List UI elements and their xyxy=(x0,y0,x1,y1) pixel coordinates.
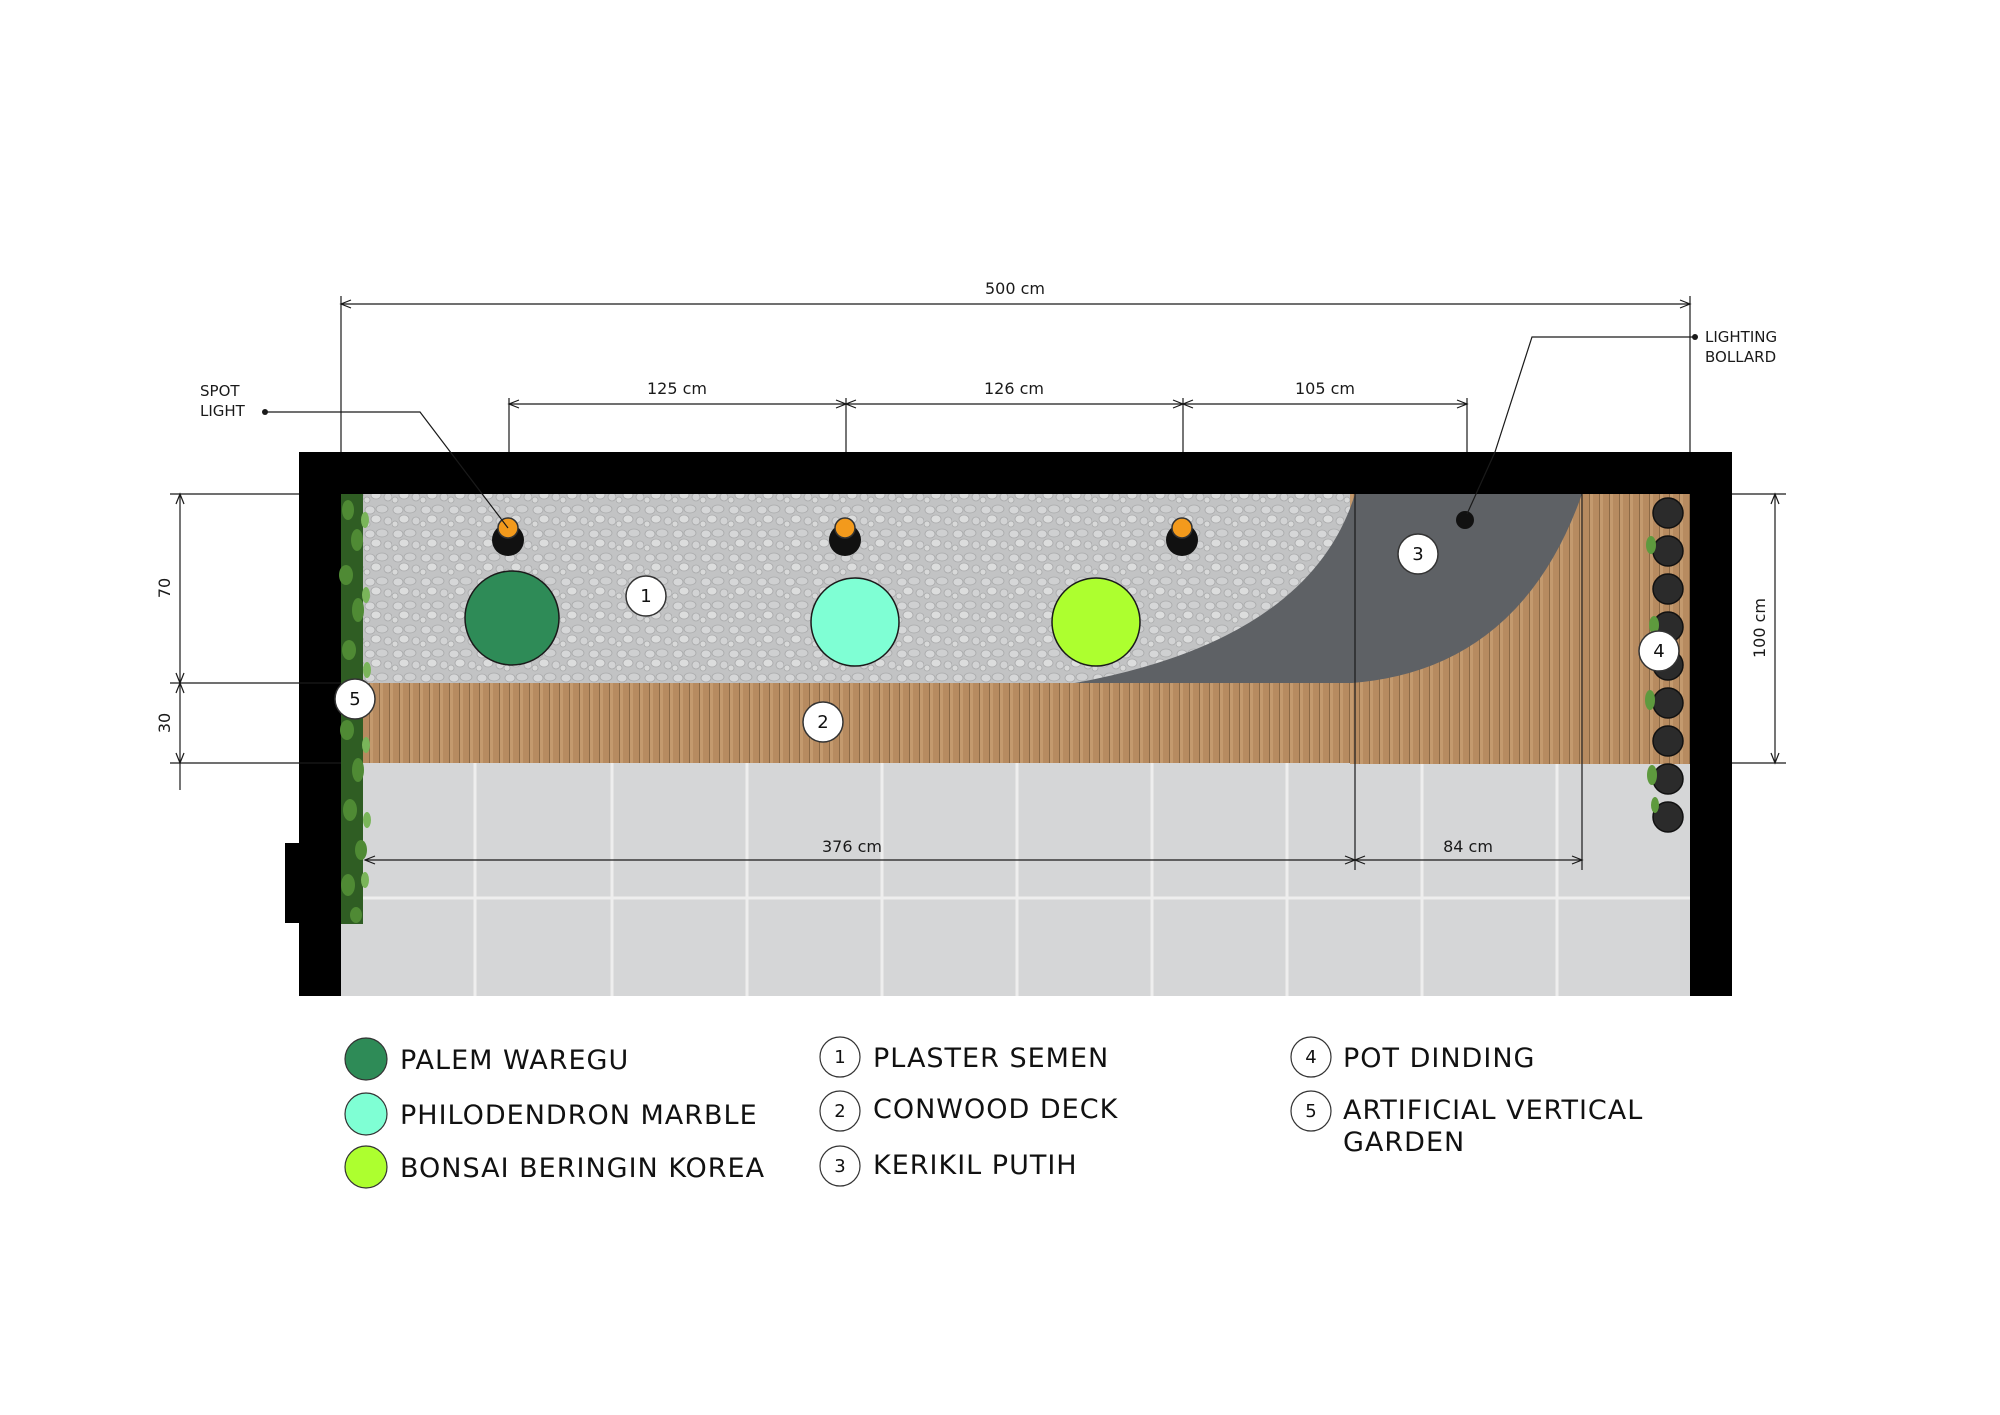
label-spot-light-line2: LIGHT xyxy=(200,402,246,420)
svg-text:GARDEN: GARDEN xyxy=(1343,1127,1465,1158)
svg-text:5: 5 xyxy=(349,689,360,710)
legend-item-conwood-deck: 2 CONWOOD DECK xyxy=(819,1090,1119,1132)
legend-materials-b: 4 POT DINDING 5 ARTIFICIAL VERTICAL GARD… xyxy=(1290,1036,1643,1158)
marker-5: 5 xyxy=(334,678,376,720)
lighting-bollard-callout-dot xyxy=(1692,334,1698,340)
svg-text:CONWOOD DECK: CONWOOD DECK xyxy=(873,1094,1119,1125)
wall-pot-plants xyxy=(1645,536,1659,813)
wall-top xyxy=(299,452,1732,494)
marker-3: 3 xyxy=(1397,533,1439,575)
legend-materials-a: 1 PLASTER SEMEN 2 CONWOOD DECK 3 KERIKIL… xyxy=(819,1036,1119,1187)
marker-2: 2 xyxy=(802,701,844,743)
dim-height-lower: 30 xyxy=(155,713,174,733)
svg-text:5: 5 xyxy=(1305,1101,1316,1122)
svg-text:KERIKIL PUTIH: KERIKIL PUTIH xyxy=(873,1150,1078,1181)
dim-height-total: 100 cm xyxy=(1750,598,1769,658)
dimension-lines xyxy=(170,296,1786,870)
spot-light-2 xyxy=(829,517,861,556)
legend-item-plaster-semen: 1 PLASTER SEMEN xyxy=(819,1036,1109,1078)
marker-1: 1 xyxy=(625,575,667,617)
legend-swatch-palem-waregu xyxy=(344,1037,388,1081)
wall-pots xyxy=(1652,497,1684,833)
label-lighting-bollard-line2: BOLLARD xyxy=(1705,348,1776,366)
plant-palem-waregu xyxy=(464,570,560,666)
dim-height-upper: 70 xyxy=(155,578,174,598)
svg-text:ARTIFICIAL VERTICAL: ARTIFICIAL VERTICAL xyxy=(1343,1095,1643,1126)
svg-text:PLASTER SEMEN: PLASTER SEMEN xyxy=(873,1043,1109,1074)
label-spot-light-line1: SPOT xyxy=(200,382,240,400)
wall-left-jamb xyxy=(285,843,303,923)
legend-item-pot-dinding: 4 POT DINDING xyxy=(1290,1036,1535,1078)
svg-text:1: 1 xyxy=(834,1047,845,1068)
lighting-bollard xyxy=(1456,511,1474,529)
svg-text:4: 4 xyxy=(1305,1047,1316,1068)
dim-deck-right: 84 cm xyxy=(1443,837,1493,856)
legend-item-artificial-vertical-garden: 5 ARTIFICIAL VERTICAL GARDEN xyxy=(1290,1090,1643,1158)
svg-text:1: 1 xyxy=(640,586,651,607)
label-lighting-bollard-line1: LIGHTING xyxy=(1705,328,1777,346)
legend-plants: PALEM WAREGU PHILODENDRON MARBLE BONSAI … xyxy=(344,1037,765,1189)
svg-text:3: 3 xyxy=(1412,544,1423,565)
wall-left xyxy=(299,452,341,996)
svg-text:2: 2 xyxy=(834,1101,845,1122)
dim-spacing-1: 125 cm xyxy=(647,379,707,398)
svg-text:3: 3 xyxy=(834,1156,845,1177)
dim-deck-left: 376 cm xyxy=(822,837,882,856)
dark-gravel-zone xyxy=(1075,494,1582,683)
floor-tile-grid xyxy=(341,763,1690,996)
svg-text:PHILODENDRON MARBLE: PHILODENDRON MARBLE xyxy=(400,1100,758,1131)
legend-item-palem-waregu: PALEM WAREGU xyxy=(344,1037,629,1081)
legend-item-kerikil-putih: 3 KERIKIL PUTIH xyxy=(819,1145,1078,1187)
svg-text:BONSAI BERINGIN KOREA: BONSAI BERINGIN KOREA xyxy=(400,1153,765,1184)
wall-right xyxy=(1690,452,1732,996)
dim-overall: 500 cm xyxy=(985,279,1045,298)
dim-spacing-2: 126 cm xyxy=(984,379,1044,398)
legend-item-philodendron-marble: PHILODENDRON MARBLE xyxy=(344,1092,758,1136)
svg-text:2: 2 xyxy=(817,712,828,733)
marker-4: 4 xyxy=(1638,630,1680,672)
plant-philodendron-marble xyxy=(810,577,900,667)
dim-spacing-3: 105 cm xyxy=(1295,379,1355,398)
legend-swatch-bonsai-beringin-korea xyxy=(344,1145,388,1189)
spot-light-callout-dot xyxy=(262,409,268,415)
legend-item-bonsai-beringin-korea: BONSAI BERINGIN KOREA xyxy=(344,1145,765,1189)
spot-light-3 xyxy=(1166,517,1198,556)
legend-swatch-philodendron-marble xyxy=(344,1092,388,1136)
svg-text:PALEM WAREGU: PALEM WAREGU xyxy=(400,1045,629,1076)
plant-bonsai-beringin-korea xyxy=(1051,577,1141,667)
svg-text:4: 4 xyxy=(1653,641,1664,662)
svg-text:POT DINDING: POT DINDING xyxy=(1343,1043,1535,1074)
